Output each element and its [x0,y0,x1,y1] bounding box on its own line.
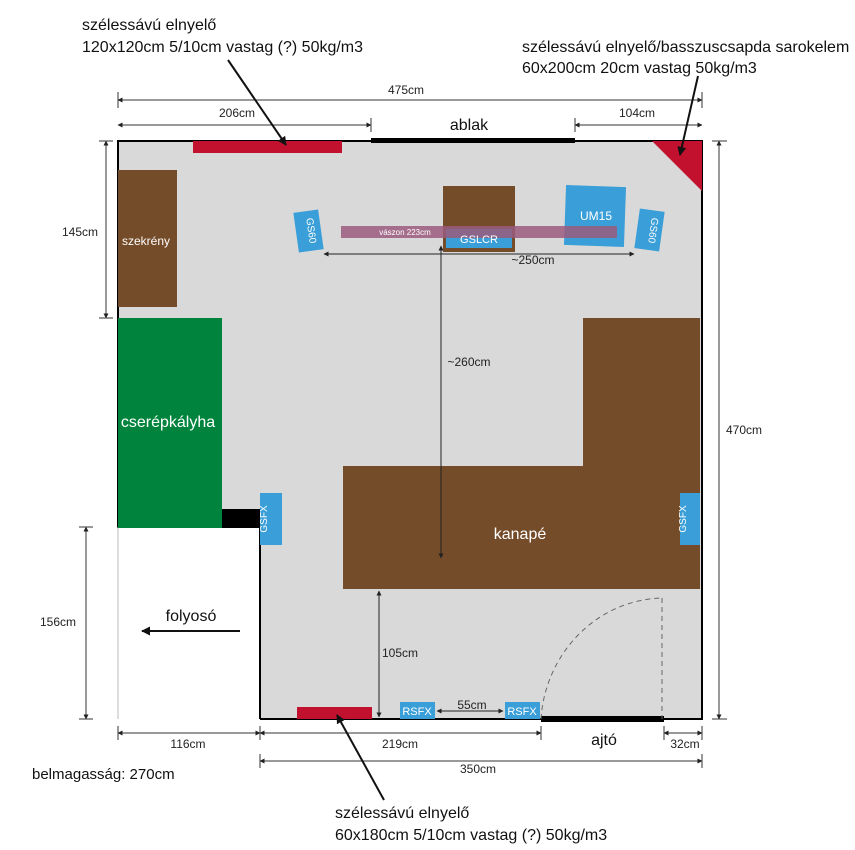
tile-stove [118,318,222,528]
screen [341,226,617,238]
top-left-label: 206cm [219,106,255,120]
corridor-label: folyosó [166,608,217,625]
door [541,716,664,722]
corner-pointer [677,75,699,156]
couch-label: kanapé [494,526,547,543]
listening-distance-label: ~260cm [447,355,490,369]
stove-base [222,509,260,528]
front-left-label: GS60 [303,217,318,244]
bottom-right-label: 32cm [670,737,699,751]
screen-label: vászon 223cm [379,228,431,237]
rear-left-label: RSFX [402,706,432,718]
center-speaker-label: GSLCR [460,234,498,246]
wardrobe-label: szekrény [122,234,170,248]
side-right-speaker [680,493,700,545]
corner-bass-trap [652,141,702,191]
wardrobe [118,170,177,307]
rear-spacing-label: 55cm [457,698,486,712]
corner-note-line1: szélessávú elnyelő/basszuscsapda sarokel… [522,39,849,56]
door-swing-arc [540,597,663,720]
corner-note-line2: 60x200cm 20cm vastag 50kg/m3 [522,60,757,77]
front-left-speaker [293,209,324,253]
side-left-speaker [260,493,282,545]
couch [343,318,700,589]
absorber-bottom-note-line1: szélessávú elnyelő [335,805,469,822]
absorber-top [193,141,342,153]
bottom-left-label: 116cm [170,737,205,751]
absorber-top-note-line2: 120x120cm 5/10cm vastag (?) 50kg/m3 [82,39,363,56]
rear-right-speaker [505,702,540,719]
subwoofer-label: UM15 [580,209,612,223]
window [371,138,575,143]
couch-clearance-label: 105cm [382,646,418,660]
rear-right-label: RSFX [507,706,537,718]
speaker-spacing-label: ~250cm [511,253,554,267]
bottom-mid-label: 219cm [382,737,418,751]
top-right-label: 104cm [619,106,655,120]
absorber-bottom-pointer [336,714,385,801]
door-label: ajtó [591,732,617,749]
front-right-speaker [634,208,665,252]
side-left-label: GSFX [259,505,270,533]
right-height-label: 470cm [726,423,762,437]
side-right-label: GSFX [678,505,689,533]
front-right-label: GS60 [645,217,660,244]
absorber-top-pointer [227,59,287,146]
absorber-bottom-note-line2: 60x180cm 5/10cm vastag (?) 50kg/m3 [335,827,607,844]
stove-label: cserépkályha [121,414,215,431]
bottom-total-label: 350cm [460,762,496,776]
absorber-top-note-line1: szélessávú elnyelő [82,17,216,34]
rear-left-speaker [400,702,435,719]
absorber-bottom [297,707,372,719]
total-width-label: 475cm [388,83,424,97]
left-lower-label: 156cm [40,615,76,629]
window-label: ablak [450,117,489,134]
left-upper-label: 145cm [62,225,98,239]
ceiling-height-note: belmagasság: 270cm [32,766,175,783]
dimension-lines [79,92,727,768]
